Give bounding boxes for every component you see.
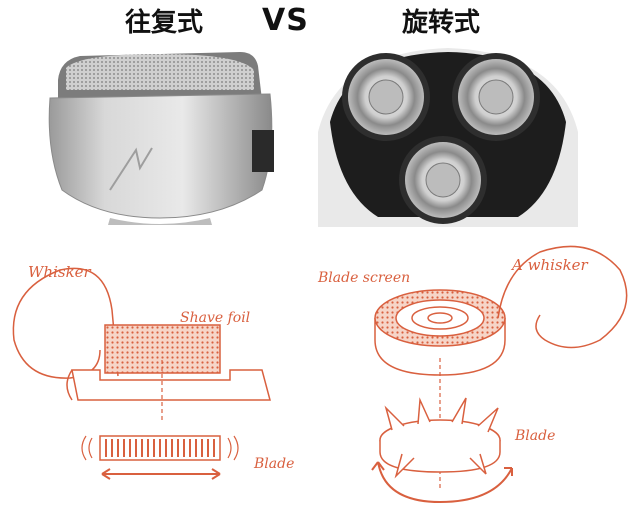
- right-whisker-curl: [497, 245, 628, 349]
- mechanism-sketch: Whisker Shave foil Blade Blade screen: [12, 245, 628, 504]
- left-whisker-curl: [12, 267, 119, 379]
- rotary-head-right: [452, 53, 540, 141]
- shave-foil-label: Shave foil: [180, 310, 250, 326]
- left-whisker-label: Whisker: [28, 263, 92, 281]
- vs-label: VS: [262, 3, 309, 38]
- left-blade-label: Blade: [253, 456, 294, 472]
- blade-screen: [374, 289, 506, 376]
- right-blade-label: Blade: [514, 428, 555, 444]
- right-whisker-label: A whisker: [510, 256, 589, 274]
- left-title: 往复式: [125, 8, 204, 38]
- rotation-arrow: [371, 461, 513, 504]
- right-title: 旋转式: [402, 8, 481, 38]
- shave-foil: [104, 324, 221, 374]
- rotary-head-bottom: [399, 136, 487, 224]
- rotary-head-left: [342, 53, 430, 141]
- reciprocating-blade: [99, 435, 221, 461]
- rotary-shaver-photo: [318, 42, 578, 227]
- blade-housing: [71, 369, 271, 401]
- rotary-blade: [379, 397, 501, 479]
- blade-screen-label: Blade screen: [317, 270, 410, 286]
- reciprocating-shaver-photo: [40, 40, 280, 225]
- reciprocating-arrow: [101, 468, 221, 480]
